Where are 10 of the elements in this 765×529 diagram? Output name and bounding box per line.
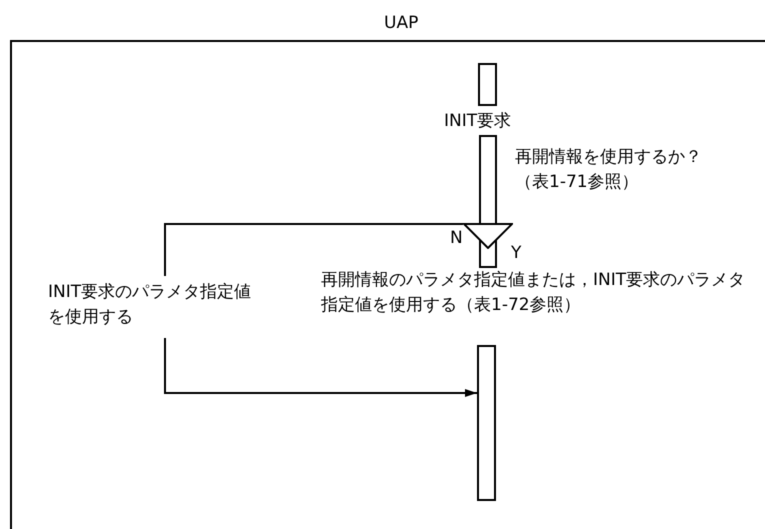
arrow [164,338,477,397]
branch-label: N [450,228,463,248]
branch-label: Y [511,243,522,263]
activation-bar [478,63,497,106]
message-label: INIT要求 [444,111,512,131]
connector-line [164,223,463,276]
frame-title: UAP [384,12,418,35]
step-note: 再開情報のパラメタ指定値または，INIT要求のパラメタ指定値を使用する（表1-72参照） [321,269,746,317]
activation-bar [477,345,496,501]
condition-note: 再開情報を使用するか？（表1-71参照） [515,146,703,194]
